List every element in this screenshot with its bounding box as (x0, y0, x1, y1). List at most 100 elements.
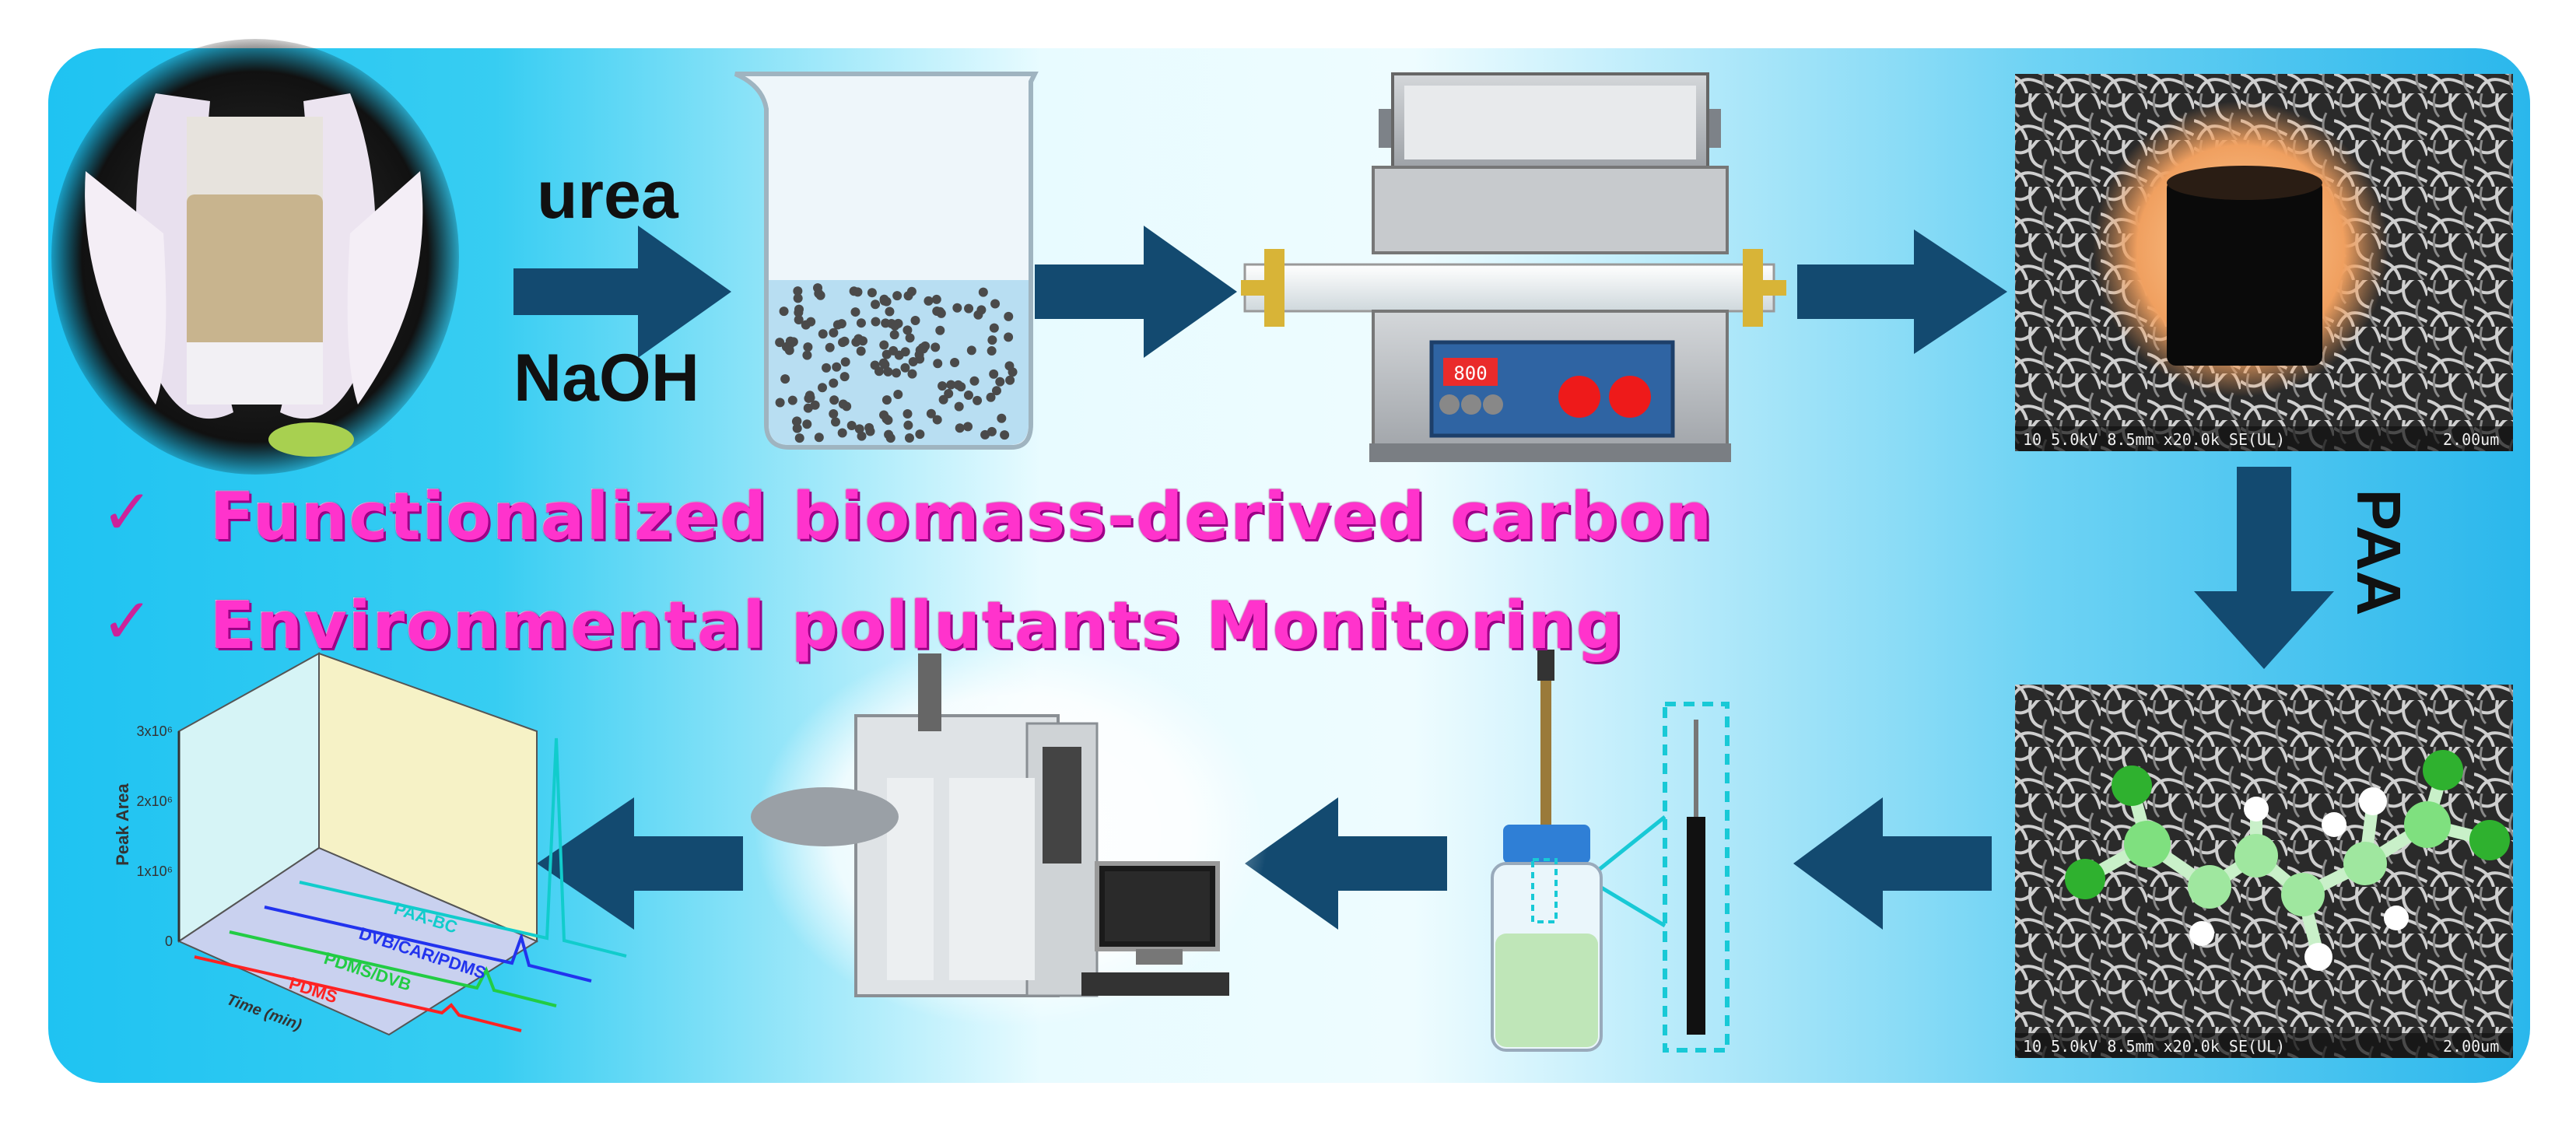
beaker-particle (775, 338, 785, 348)
beaker-particle (955, 423, 965, 433)
beaker-particle (969, 376, 980, 386)
modifier-paa-label: PAA (2344, 489, 2413, 616)
beaker-particle (829, 395, 839, 405)
lotus-seedpod-photo (51, 39, 459, 475)
beaker-particle (973, 310, 983, 320)
beaker-particle (954, 401, 964, 412)
beaker-particle (814, 433, 824, 443)
arrow-4-down (2194, 467, 2334, 669)
beaker-particle (803, 342, 813, 352)
arrow-6 (1245, 797, 1447, 930)
sem-caption-bottom-left: 10 5.0kV 8.5mm x20.0k SE(UL) (2023, 1037, 2286, 1056)
beaker-particle (926, 408, 936, 419)
beaker-particle (883, 366, 893, 377)
chart-y-tick-label: 2x10⁶ (137, 793, 173, 809)
beaker-particle (987, 426, 997, 436)
sem-caption-top-left: 10 5.0kV 8.5mm x20.0k SE(UL) (2023, 430, 2286, 449)
chart-y-tick-label: 3x10⁶ (137, 723, 173, 739)
beaker-particle (894, 350, 904, 360)
beaker-particle (794, 433, 804, 443)
chart-y-axis-label: Peak Area (113, 783, 132, 865)
beaker-particle (936, 308, 946, 318)
beaker-particle (881, 395, 892, 405)
beaker-particle (952, 303, 962, 313)
beaker-particle (818, 329, 828, 339)
beaker-particle (892, 368, 902, 378)
arrow-7 (537, 797, 743, 930)
beaker-particle (902, 408, 913, 419)
beaker-particle (793, 293, 803, 303)
beaker-particle (924, 296, 934, 306)
beaker-particle (839, 372, 850, 382)
beaker-particle (802, 419, 812, 429)
check-icon-1: ✓ (101, 476, 154, 548)
beaker-particle (829, 328, 839, 338)
beaker-particle (944, 389, 954, 399)
beaker-particle (879, 340, 889, 350)
beaker-particle (885, 433, 895, 443)
beaker-particle (935, 325, 945, 335)
beaker-particle (870, 360, 880, 370)
sem-caption-top-right: 2.00um (2443, 430, 2500, 449)
beaker-particle (818, 383, 828, 393)
beaker-particle (892, 291, 902, 301)
beaker-particle (963, 391, 973, 401)
beaker-particle (997, 413, 1007, 423)
beaker-particle (871, 317, 881, 327)
beaker-icon (734, 72, 1039, 450)
beaker-particle (893, 390, 903, 400)
beaker-particle (878, 358, 888, 368)
beaker-particle (846, 420, 857, 430)
beaker-particle (792, 423, 802, 433)
beaker-particle (995, 377, 1005, 387)
beaker-particle (775, 398, 785, 408)
beaker-particle (780, 374, 790, 384)
beaker-particle (986, 392, 996, 402)
beaker-particle (853, 287, 863, 297)
beaker-particle (1004, 311, 1014, 321)
beaker-particle (806, 317, 816, 327)
beaker-particle (915, 429, 925, 440)
reagent-naoh-label: NaOH (513, 341, 699, 415)
beaker-particle (890, 321, 900, 331)
beaker-particle (920, 341, 931, 351)
beaker-particle (850, 307, 860, 317)
beaker-particle (830, 417, 840, 427)
beaker-particle (856, 346, 866, 356)
beaker-particle (838, 399, 848, 409)
beaker-particle (915, 354, 925, 364)
beaker-particle (946, 380, 956, 390)
spme-vial-icon (1491, 650, 1603, 1052)
beaker-particle (794, 315, 804, 325)
arrow-5 (1793, 797, 1992, 930)
beaker-particle (1004, 332, 1014, 342)
beaker-particle (987, 346, 997, 356)
beaker-particle (853, 334, 864, 344)
chart-series-line (264, 906, 592, 983)
highlight-text-2: Environmental pollutants Monitoring (210, 587, 1625, 664)
beaker-particle (871, 300, 881, 310)
chart-series-line (299, 737, 627, 958)
sem-caption-bottom-right: 2.00um (2443, 1037, 2500, 1056)
arrow-1 (513, 226, 731, 358)
beaker-particle (885, 307, 895, 317)
beaker-particle (903, 291, 913, 301)
beaker-particle (881, 414, 892, 424)
beaker-particle (963, 422, 973, 432)
beaker-particle (857, 431, 867, 441)
beaker-particle (989, 323, 999, 333)
chart-y-tick-label: 0 (165, 934, 173, 949)
beaker-particle (832, 362, 842, 372)
beaker-particle (903, 420, 913, 430)
beaker-particle (991, 386, 1001, 396)
beaker-particle (932, 415, 942, 425)
beaker-particle (840, 357, 850, 367)
chart-series-line (194, 955, 522, 1032)
beaker-particle (779, 307, 789, 317)
beaker-particle (854, 424, 864, 434)
highlight-text-1: Functionalized biomass-derived carbon (210, 478, 1714, 555)
beaker-particle (829, 378, 839, 388)
beaker-particle (864, 422, 874, 433)
